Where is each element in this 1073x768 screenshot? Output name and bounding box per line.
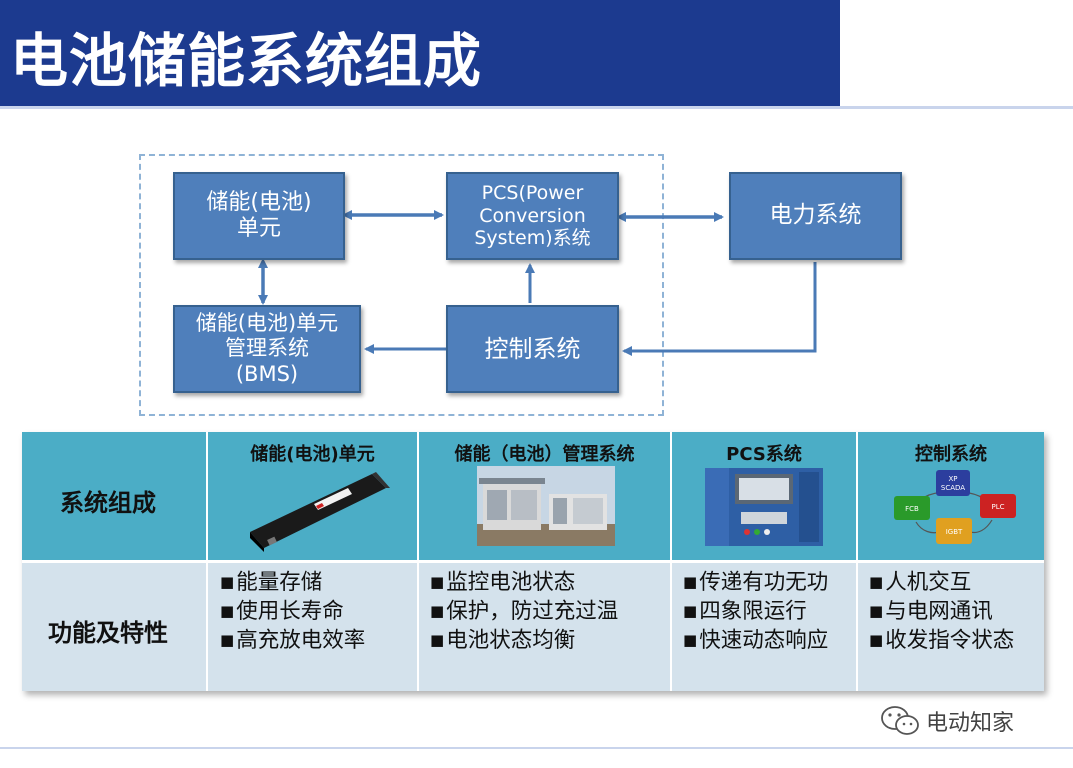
watermark-logo: 电动知家	[880, 705, 1014, 737]
plc-label: PLC	[991, 503, 1004, 511]
title-bar: 电池储能系统组成	[0, 0, 840, 106]
features-battery: 能量存储 使用长寿命 高充放电效率	[220, 568, 365, 655]
feature-item: 传递有功无功	[683, 568, 828, 597]
feature-item: 保护，防过充过温	[430, 597, 618, 626]
feature-item: 使用长寿命	[220, 597, 365, 626]
feature-item: 高充放电效率	[220, 626, 365, 655]
diagram-arrows	[258, 210, 817, 356]
control-system-box: 控制系统	[446, 305, 619, 393]
control-system-image: XP SCADA FCB PLC IGBT	[894, 470, 1016, 544]
row-label-composition: 系统组成	[60, 489, 156, 517]
feature-item: 与电网通讯	[869, 597, 1014, 626]
col-header-pcs: PCS系统	[726, 444, 802, 465]
bms-box: 储能(电池)单元 管理系统 (BMS)	[173, 305, 361, 393]
header-logo-area	[840, 0, 1073, 106]
feature-item: 电池状态均衡	[430, 626, 618, 655]
col-header-battery: 储能(电池)单元	[250, 444, 375, 465]
igbt-label: IGBT	[946, 528, 963, 536]
battery-module-image	[250, 472, 390, 552]
storage-boundary	[139, 154, 664, 416]
component-table: 系统组成 功能及特性 储能(电池)单元 储能（电池）管理系统 PCS系统 控制系…	[22, 432, 1044, 691]
footer-divider	[0, 747, 1073, 749]
col-divider	[417, 432, 419, 691]
feature-item: 能量存储	[220, 568, 365, 597]
pcs-cabinet-image	[705, 468, 823, 546]
feature-item: 收发指令状态	[869, 626, 1014, 655]
page-title: 电池储能系统组成	[10, 27, 483, 95]
header-divider	[0, 106, 1073, 109]
battery-unit-box: 储能(电池) 单元	[173, 172, 345, 260]
col-divider	[856, 432, 858, 691]
col-header-bms: 储能（电池）管理系统	[454, 444, 635, 465]
power-system-box: 电力系统	[729, 172, 902, 260]
feature-item: 四象限运行	[683, 597, 828, 626]
logo-text: 电动知家	[926, 711, 1015, 736]
features-bms: 监控电池状态 保护，防过充过温 电池状态均衡	[430, 568, 618, 655]
svg-text:SCADA: SCADA	[941, 484, 965, 492]
col-header-control: 控制系统	[915, 444, 987, 465]
features-control: 人机交互 与电网通讯 收发指令状态	[869, 568, 1014, 655]
feature-item: 人机交互	[869, 568, 1014, 597]
pcs-box: PCS(Power Conversion System)系统	[446, 172, 619, 260]
arrow-grid-control	[622, 262, 817, 356]
col-divider	[670, 432, 672, 691]
col-divider	[206, 432, 208, 691]
wechat-icon	[881, 706, 919, 735]
fcb-label: FCB	[905, 505, 919, 513]
features-pcs: 传递有功无功 四象限运行 快速动态响应	[683, 568, 828, 655]
row-label-features: 功能及特性	[48, 619, 168, 647]
svg-text:XP: XP	[948, 475, 957, 483]
feature-item: 快速动态响应	[683, 626, 828, 655]
feature-item: 监控电池状态	[430, 568, 618, 597]
bms-container-image	[477, 466, 615, 546]
